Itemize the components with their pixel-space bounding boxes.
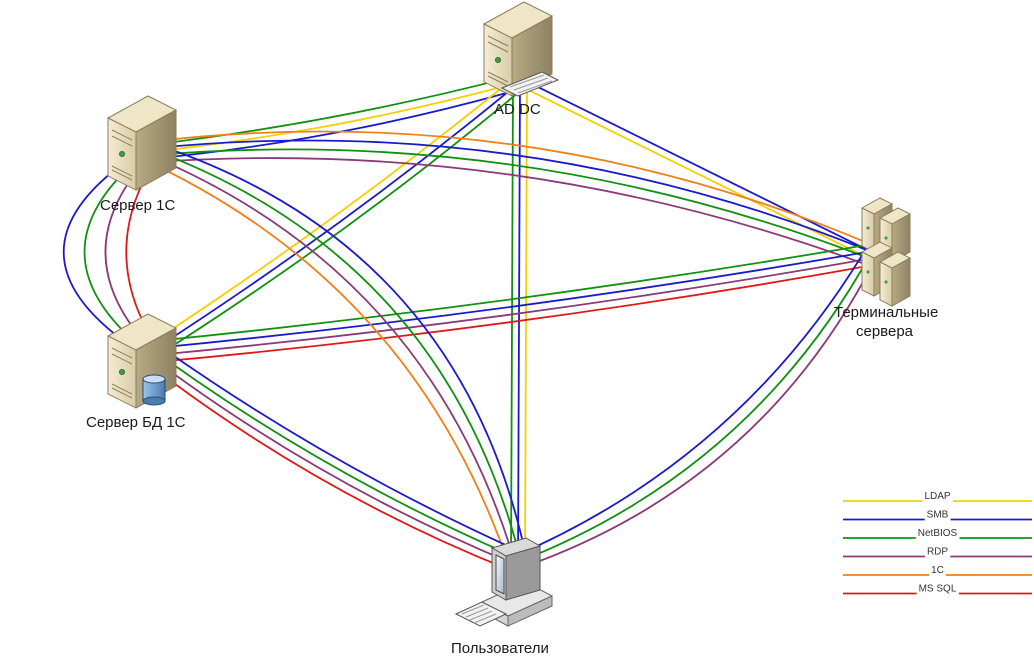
link-mssql-db_1c-users [144,360,514,572]
link-smb-server_1c-db_1c [62,151,140,353]
legend-label-1c: 1С [931,565,944,576]
connection-lines [62,74,876,572]
link-netbios-server_1c-terminal [149,148,870,260]
legend-label-bg [916,583,959,595]
legend-item-rdp: RDP [843,546,1032,558]
link-ldap-users-ad_dc [524,81,528,563]
link-smb-db_1c-ad_dc [149,81,521,353]
legend-item-ldap: LDAP [843,491,1032,502]
legend-label-bg [915,528,960,539]
link-smb-db_1c-terminal [149,250,870,350]
link-smb-server_1c-terminal [150,139,871,253]
users-node[interactable]: Пользователи [451,537,554,657]
legend-item-smb: SMB [843,509,1032,521]
legend-label-bg [924,509,951,521]
terminal-servers-label-line2: сервера [856,323,914,340]
link-rdp-server_1c-users [147,153,517,565]
link-rdp-db_1c-terminal [150,257,871,357]
legend-label-rdp: RDP [927,547,948,558]
ad-dc-node[interactable]: AD DC [482,1,560,118]
link-mssql-db_1c-terminal [151,264,872,364]
server-1c-label: Сервер 1С [100,197,176,214]
terminal-servers-node[interactable]: Терминальные сервера [834,197,938,340]
legend-label-netbios: NetBIOS [918,528,958,539]
link-smb-db_1c-users [154,342,524,554]
users-label: Пользователи [451,640,549,657]
keyboard-icon [500,71,560,97]
legend-label-bg [929,565,946,576]
legend-item-netbios: NetBIOS [843,528,1032,539]
link-ldap-db_1c-ad_dc [145,75,517,348]
link-rdp-db_1c-users [147,354,517,566]
legend-item-mssql: MS SQL [843,583,1032,595]
server-cluster-icon [860,197,912,307]
link-netbios-db_1c-users [151,348,521,560]
link-smb-terminal-ad_dc [521,78,872,253]
link-ldap-terminal-ad_dc [518,84,869,259]
link-netbios-server_1c-users [152,148,522,560]
link-smb-users-ad_dc [517,81,521,563]
legend-label-ldap: LDAP [924,491,950,502]
link-rdp-users-terminal [522,259,876,569]
db-server-1c-node[interactable]: Сервер БД 1С [86,313,186,431]
link-rdp-server_1c-terminal [148,157,869,267]
legend-label-mssql: MS SQL [919,584,957,595]
server-1c-node[interactable]: Сервер 1С [100,95,178,214]
legend-label-bg [922,491,953,502]
link-netbios-users-terminal [517,254,871,563]
terminal-servers-label-line1: Терминальные [834,304,938,321]
db-server-1c-label: Сервер БД 1С [86,414,186,431]
link-smb-server_1c-users [157,144,527,556]
link-netbios-server_1c-ad_dc [148,74,519,146]
link-smb-users-terminal [513,249,867,558]
link-netbios-db_1c-ad_dc [153,87,525,359]
ad-dc-label: AD DC [494,101,541,118]
database-icon [142,374,166,406]
link-ldap-server_1c-ad_dc [149,81,521,153]
legend-item-1c: 1С [843,565,1032,576]
server-tower-icon [106,313,178,409]
link-1c-server_1c-terminal [151,130,872,246]
link-1c-server_1c-users [141,158,512,570]
legend: LDAP SMB NetBIOS RDP 1С MS SQL [843,491,1032,595]
workstation-icon [454,537,554,627]
server-tower-icon [106,95,178,191]
legend-label-smb: SMB [927,510,949,521]
legend-label-bg [924,546,951,558]
link-netbios-db_1c-terminal [148,243,869,343]
